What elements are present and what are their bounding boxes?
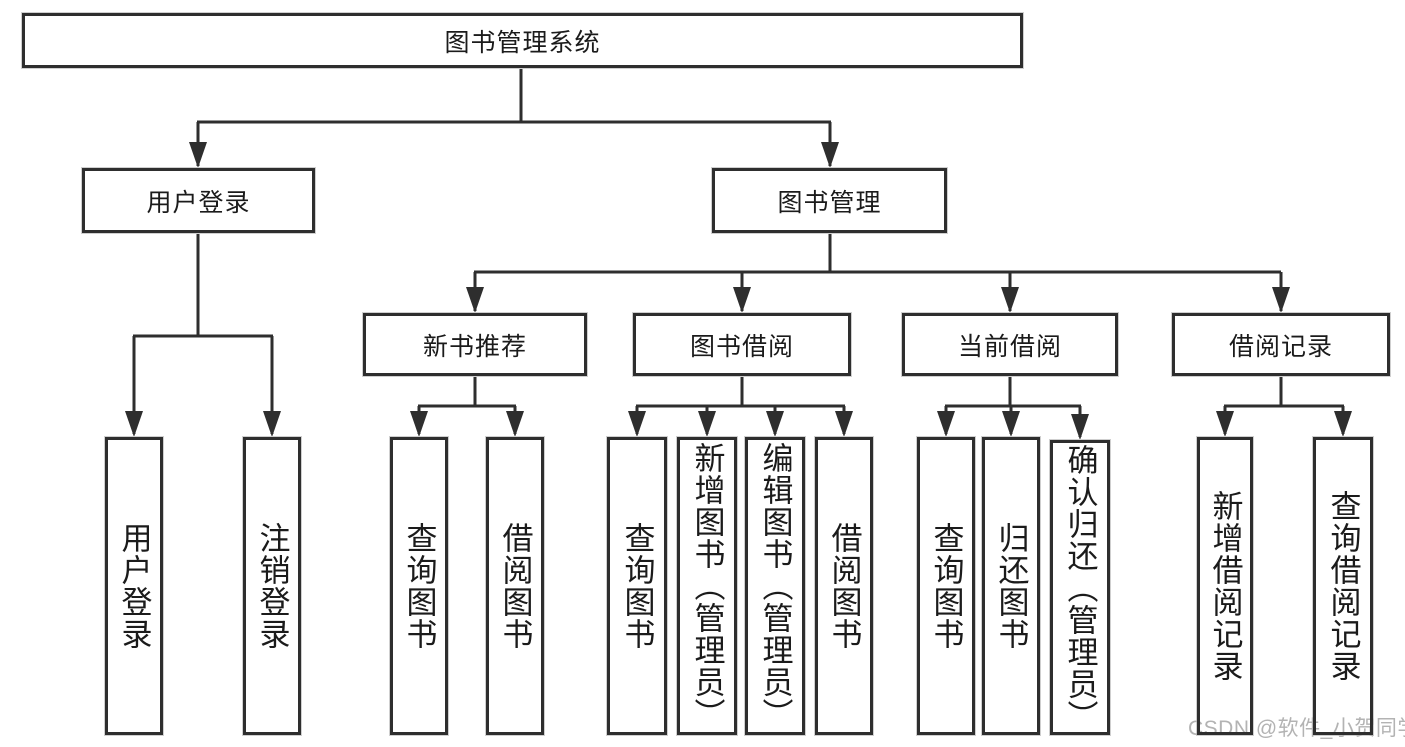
watermark: CSDN @软件_小贺同学 bbox=[1188, 717, 1405, 740]
leaf-cb-return-book-label: 归还图书 bbox=[993, 522, 1029, 650]
leaf-cb-confirm-return-admin-label: 确认归还（管理员） bbox=[1062, 443, 1098, 732]
node-book-borrow-label: 图书借阅 bbox=[689, 332, 794, 361]
node-library-management-system: 图书管理系统 bbox=[22, 13, 1023, 68]
leaf-bb-add-book-admin: 新增图书（管理员） bbox=[677, 437, 737, 735]
leaf-nbr-borrow-book: 借阅图书 bbox=[486, 437, 544, 735]
leaf-bb-query-book-label: 查询图书 bbox=[619, 522, 655, 650]
node-current-borrow: 当前借阅 bbox=[902, 313, 1118, 376]
leaf-br-add-record-label: 新增借阅记录 bbox=[1207, 490, 1243, 682]
node-current-borrow-label: 当前借阅 bbox=[957, 332, 1062, 361]
leaf-cb-return-book: 归还图书 bbox=[982, 437, 1040, 735]
leaf-bb-query-book: 查询图书 bbox=[607, 437, 667, 735]
leaf-user-login-label: 用户登录 bbox=[116, 522, 152, 650]
node-borrow-records: 借阅记录 bbox=[1172, 313, 1390, 376]
leaf-bb-edit-book-admin: 编辑图书（管理员） bbox=[745, 437, 805, 735]
node-book-management-label: 图书管理 bbox=[777, 188, 882, 217]
node-user-login-label: 用户登录 bbox=[146, 188, 251, 217]
node-new-book-recommend-label: 新书推荐 bbox=[422, 332, 527, 361]
leaf-nbr-query-book: 查询图书 bbox=[390, 437, 448, 735]
leaf-bb-borrow-book-label: 借阅图书 bbox=[826, 522, 862, 650]
leaf-bb-borrow-book: 借阅图书 bbox=[815, 437, 873, 735]
leaf-cb-query-book: 查询图书 bbox=[917, 437, 975, 735]
leaf-cb-confirm-return-admin: 确认归还（管理员） bbox=[1050, 440, 1110, 735]
leaf-br-query-record-label: 查询借阅记录 bbox=[1325, 490, 1361, 682]
leaf-logout-label: 注销登录 bbox=[254, 522, 290, 650]
node-book-management: 图书管理 bbox=[712, 168, 947, 233]
node-library-management-system-label: 图书管理系统 bbox=[444, 28, 601, 57]
leaf-user-login: 用户登录 bbox=[105, 437, 163, 735]
leaf-nbr-borrow-book-label: 借阅图书 bbox=[497, 522, 533, 650]
node-borrow-records-label: 借阅记录 bbox=[1228, 332, 1333, 361]
leaf-cb-query-book-label: 查询图书 bbox=[928, 522, 964, 650]
node-book-borrow: 图书借阅 bbox=[633, 313, 851, 376]
node-user-login: 用户登录 bbox=[82, 168, 315, 233]
leaf-br-add-record: 新增借阅记录 bbox=[1197, 437, 1253, 735]
node-new-book-recommend: 新书推荐 bbox=[363, 313, 587, 376]
leaf-logout: 注销登录 bbox=[243, 437, 301, 735]
leaf-nbr-query-book-label: 查询图书 bbox=[401, 522, 437, 650]
leaf-br-query-record: 查询借阅记录 bbox=[1313, 437, 1373, 735]
leaf-bb-add-book-admin-label: 新增图书（管理员） bbox=[689, 442, 725, 730]
leaf-bb-edit-book-admin-label: 编辑图书（管理员） bbox=[757, 442, 793, 730]
